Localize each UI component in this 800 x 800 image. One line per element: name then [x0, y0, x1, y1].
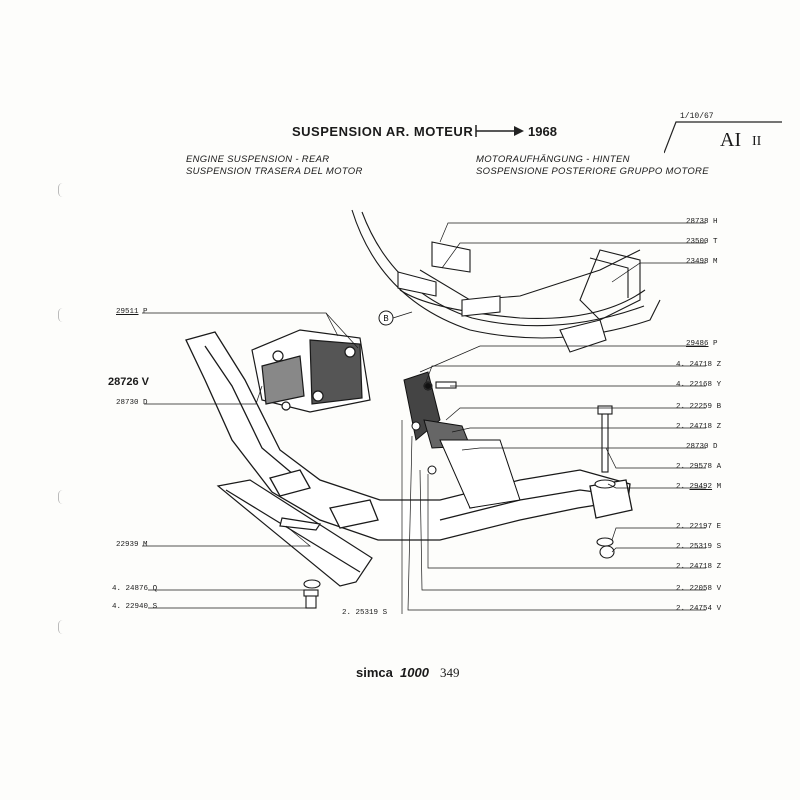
part-number: 24876 [125, 585, 149, 593]
part-ref: 23500 T [686, 238, 718, 246]
part-ref: 29486 P [686, 340, 718, 348]
brand-logo: simca [356, 665, 393, 680]
page-number: 349 [440, 665, 460, 680]
part-number: 24718 [689, 361, 713, 369]
part-number: 28730 [116, 399, 139, 407]
part-number: 22259 [689, 403, 713, 411]
left-engine-mount [251, 329, 371, 413]
part-number: 24718 [689, 423, 713, 431]
sheet-box [664, 121, 782, 154]
part-ref: 2. 24718 Z [676, 563, 722, 571]
fasteners [303, 381, 616, 609]
page-title: SUSPENSION AR. MOTEUR [292, 124, 474, 139]
part-number: 23498 [686, 258, 709, 266]
part-ref: 2. 22259 B [676, 403, 722, 411]
part-ref: 29511 P [116, 308, 148, 316]
right-engine-mount [403, 371, 521, 509]
part-ref: 2. 29578 A [676, 463, 722, 471]
skid-plate [216, 479, 373, 587]
part-ref: 2. 25319 S [676, 543, 722, 551]
part-number: 22939 [116, 541, 139, 549]
part-ref: 2. 24718 Z [676, 423, 722, 431]
part-ref: 2. 25319 S [342, 609, 388, 617]
part-ref: 2. 22197 E [676, 523, 722, 531]
lower-washer [303, 579, 321, 589]
part-number: 23500 [686, 238, 709, 246]
detail-callout: B [378, 310, 413, 326]
binder-hole [58, 490, 67, 504]
part-number: 25319 [689, 543, 713, 551]
part-ref: 28730 D [686, 443, 718, 451]
part-ref: 2. 29492 M [676, 483, 722, 491]
part-ref: 28738 H [686, 218, 718, 226]
subtitle-es: SUSPENSION TRASERA DEL MOTOR [186, 166, 363, 177]
part-number: 28730 [686, 443, 709, 451]
part-number: 22940 [125, 603, 149, 611]
part-ref: 4. 22940 S [112, 603, 158, 611]
model-name: 1000 [400, 665, 429, 680]
arrow-right-icon [475, 125, 524, 137]
part-number: 28738 [686, 218, 709, 226]
body-floor-detail [351, 209, 661, 353]
part-number: 22058 [689, 585, 713, 593]
leader-lines [142, 222, 706, 614]
part-number: 29492 [689, 483, 713, 491]
part-ref: 22939 M [116, 541, 148, 549]
part-number: 24718 [689, 563, 713, 571]
part-number: 28726 [108, 376, 139, 388]
part-number: 29511 [116, 308, 139, 316]
binder-hole [58, 620, 67, 634]
binder-hole [58, 308, 67, 322]
part-number: 25319 [355, 609, 379, 617]
revision-date: 1/10/67 [680, 112, 714, 121]
part-ref: 4. 22168 Y [676, 381, 722, 389]
part-number: 22168 [689, 381, 713, 389]
part-number: 29578 [689, 463, 713, 471]
sheet-code: AI [720, 129, 742, 151]
part-ref: 23498 M [686, 258, 718, 266]
part-ref: 4. 24876 Q [112, 585, 158, 593]
subtitle-it: SOSPENSIONE POSTERIORE GRUPPO MOTORE [476, 166, 709, 177]
long-bolt [601, 411, 609, 473]
part-ref-main: 28726 V [108, 376, 149, 388]
sheet-subcode: II [752, 134, 762, 149]
part-ref: 4. 24718 Z [676, 361, 722, 369]
part-ref: 2. 24754 V [676, 605, 722, 613]
part-ref: 28730 D [116, 399, 148, 407]
binder-hole [58, 183, 67, 197]
part-number: 22197 [689, 523, 713, 531]
subtitle-en: ENGINE SUSPENSION - REAR [186, 154, 330, 165]
model-year: 1968 [528, 124, 557, 139]
part-ref: 2. 22058 V [676, 585, 722, 593]
subtitle-de: MOTORAUFHÄNGUNG - HINTEN [476, 154, 630, 165]
detail-callout-label: B [383, 314, 388, 323]
part-number: 29486 [686, 340, 709, 348]
part-number: 24754 [689, 605, 713, 613]
